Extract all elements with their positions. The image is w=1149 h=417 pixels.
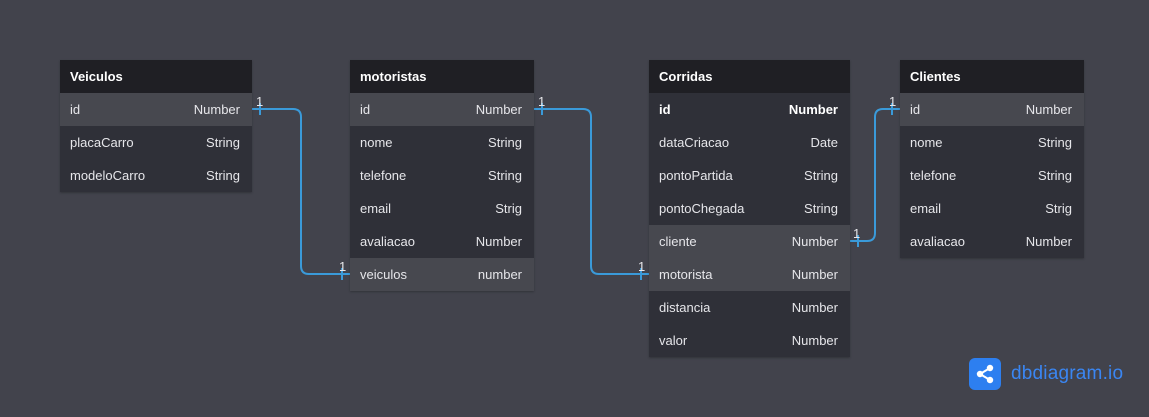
column-name: id: [910, 102, 921, 117]
column-type: Number: [1025, 234, 1072, 249]
relation-cardinality: 1: [889, 94, 896, 109]
table-row-veiculos[interactable]: veiculos number: [350, 258, 534, 291]
relation-cardinality: 1: [853, 226, 860, 241]
table-row-motorista[interactable]: motorista Number: [649, 258, 850, 291]
column-name: nome: [910, 135, 943, 150]
column-name: pontoPartida: [659, 168, 733, 183]
table-row-id[interactable]: id Number: [350, 93, 534, 126]
relation-veiculos-motoristas[interactable]: [252, 108, 350, 275]
column-type: String: [488, 168, 522, 183]
column-type: Number: [791, 267, 838, 282]
column-name: motorista: [659, 267, 713, 282]
column-name: email: [910, 201, 942, 216]
column-name: modeloCarro: [70, 168, 146, 183]
relation-cardinality: 1: [339, 259, 346, 274]
table-row[interactable]: modeloCarro String: [60, 159, 252, 192]
column-type: Number: [791, 300, 838, 315]
relation-motoristas-corridas[interactable]: [534, 108, 649, 275]
column-type: number: [477, 267, 522, 282]
table-row[interactable]: nome String: [900, 126, 1084, 159]
table-row[interactable]: valor Number: [649, 324, 850, 357]
column-type: Strig: [495, 201, 522, 216]
table-title[interactable]: Corridas: [649, 60, 850, 93]
table-title[interactable]: motoristas: [350, 60, 534, 93]
table-row[interactable]: placaCarro String: [60, 126, 252, 159]
table-row[interactable]: nome String: [350, 126, 534, 159]
table-row[interactable]: avaliacao Number: [350, 225, 534, 258]
column-type: Number: [475, 234, 522, 249]
table-row[interactable]: dataCriacao Date: [649, 126, 850, 159]
column-type: String: [206, 135, 240, 150]
column-name: telefone: [360, 168, 407, 183]
column-name: pontoChegada: [659, 201, 745, 216]
column-type: String: [804, 201, 838, 216]
column-type: String: [488, 135, 522, 150]
column-type: String: [206, 168, 240, 183]
column-type: String: [1038, 168, 1072, 183]
table-corridas[interactable]: Corridas id Number dataCriacao Date pont…: [649, 60, 850, 357]
column-name: id: [70, 102, 81, 117]
table-row-id[interactable]: id Number: [60, 93, 252, 126]
relation-cardinality: 1: [538, 94, 545, 109]
column-type: Number: [791, 333, 838, 348]
table-clientes[interactable]: Clientes id Number nome String telefone …: [900, 60, 1084, 258]
table-row[interactable]: telefone String: [900, 159, 1084, 192]
column-type: Number: [791, 234, 838, 249]
table-row[interactable]: email Strig: [350, 192, 534, 225]
table-row[interactable]: pontoChegada String: [649, 192, 850, 225]
column-type: Number: [788, 102, 838, 117]
column-type: Strig: [1045, 201, 1072, 216]
column-type: String: [1038, 135, 1072, 150]
table-title[interactable]: Clientes: [900, 60, 1084, 93]
column-name: distancia: [659, 300, 711, 315]
column-type: Number: [193, 102, 240, 117]
column-name: id: [360, 102, 371, 117]
relation-corridas-clientes[interactable]: [850, 108, 900, 242]
column-name: valor: [659, 333, 688, 348]
brand-name: dbdiagram.io: [1011, 363, 1124, 384]
column-name: email: [360, 201, 392, 216]
column-name: dataCriacao: [659, 135, 730, 150]
table-row[interactable]: telefone String: [350, 159, 534, 192]
table-row[interactable]: distancia Number: [649, 291, 850, 324]
table-row[interactable]: pontoPartida String: [649, 159, 850, 192]
table-veiculos[interactable]: Veiculos id Number placaCarro String mod…: [60, 60, 252, 192]
table-row[interactable]: avaliacao Number: [900, 225, 1084, 258]
relation-cardinality: 1: [256, 94, 263, 109]
column-name: veiculos: [360, 267, 407, 282]
table-motoristas[interactable]: motoristas id Number nome String telefon…: [350, 60, 534, 291]
column-type: String: [804, 168, 838, 183]
column-name: placaCarro: [70, 135, 134, 150]
brand-watermark[interactable]: dbdiagram.io: [969, 358, 1123, 390]
column-type: Number: [475, 102, 522, 117]
table-title[interactable]: Veiculos: [60, 60, 252, 93]
share-nodes-icon: [969, 358, 1001, 390]
table-row-id[interactable]: id Number: [649, 93, 850, 126]
column-name: avaliacao: [910, 234, 965, 249]
relation-cardinality: 1: [638, 259, 645, 274]
column-name: cliente: [659, 234, 697, 249]
table-row-cliente[interactable]: cliente Number: [649, 225, 850, 258]
column-type: Number: [1025, 102, 1072, 117]
column-name: telefone: [910, 168, 957, 183]
table-row[interactable]: email Strig: [900, 192, 1084, 225]
column-name: id: [659, 102, 671, 117]
table-row-id[interactable]: id Number: [900, 93, 1084, 126]
column-name: nome: [360, 135, 393, 150]
column-type: Date: [810, 135, 838, 150]
column-name: avaliacao: [360, 234, 415, 249]
